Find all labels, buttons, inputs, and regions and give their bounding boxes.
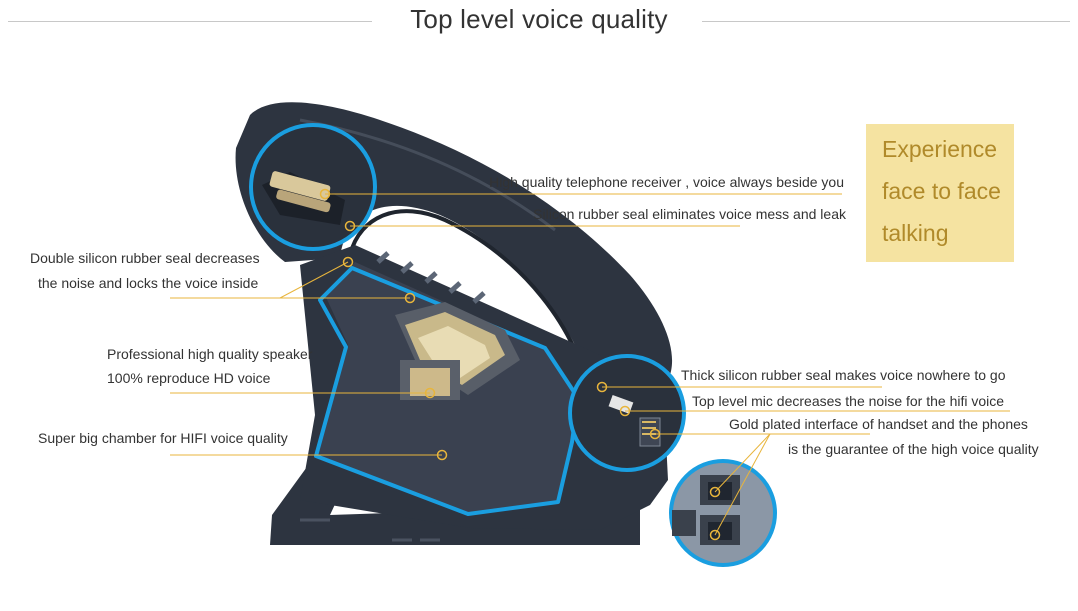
label-top-mic: Top level mic decreases the noise for th…: [692, 393, 1005, 409]
page-title: Top level voice quality: [410, 4, 668, 34]
callout-line-3: talking: [882, 220, 949, 246]
label-receiver: High quality telephone receiver , voice …: [489, 174, 844, 190]
label-double-seal-2: the noise and locks the voice inside: [38, 275, 259, 291]
receiver-zoom-circle: [249, 123, 377, 251]
callout-line-2: face to face: [882, 178, 1001, 204]
label-chamber: Super big chamber for HIFI voice quality: [38, 430, 288, 446]
callout-line-1: Experience: [882, 136, 998, 162]
leader-double-seal-upper: [279, 261, 349, 299]
jack-zoom-circle: [669, 459, 777, 567]
mic-zoom-circle: [568, 354, 686, 472]
label-silicon-seal: Silicon rubber seal eliminates voice mes…: [533, 206, 846, 222]
experience-callout: Experience face to face talking: [866, 124, 1014, 262]
leader-gold-jack-2: [714, 433, 771, 536]
leader-lines: [170, 193, 1010, 536]
label-gold-1: Gold plated interface of handset and the…: [729, 416, 1028, 432]
label-double-seal-1: Double silicon rubber seal decreases: [30, 250, 260, 266]
leader-markers: [319, 188, 721, 541]
label-speaker-2: 100% reproduce HD voice: [107, 370, 271, 386]
speaker-assembly: [395, 302, 520, 400]
label-thick-seal: Thick silicon rubber seal makes voice no…: [681, 367, 1006, 383]
label-gold-2: is the guarantee of the high voice quali…: [788, 441, 1039, 457]
label-speaker-1: Professional high quality speaker: [107, 346, 313, 362]
leader-gold-jack-1: [714, 433, 771, 493]
title-rule-right: [702, 21, 1070, 22]
title-rule-left: [8, 21, 372, 22]
